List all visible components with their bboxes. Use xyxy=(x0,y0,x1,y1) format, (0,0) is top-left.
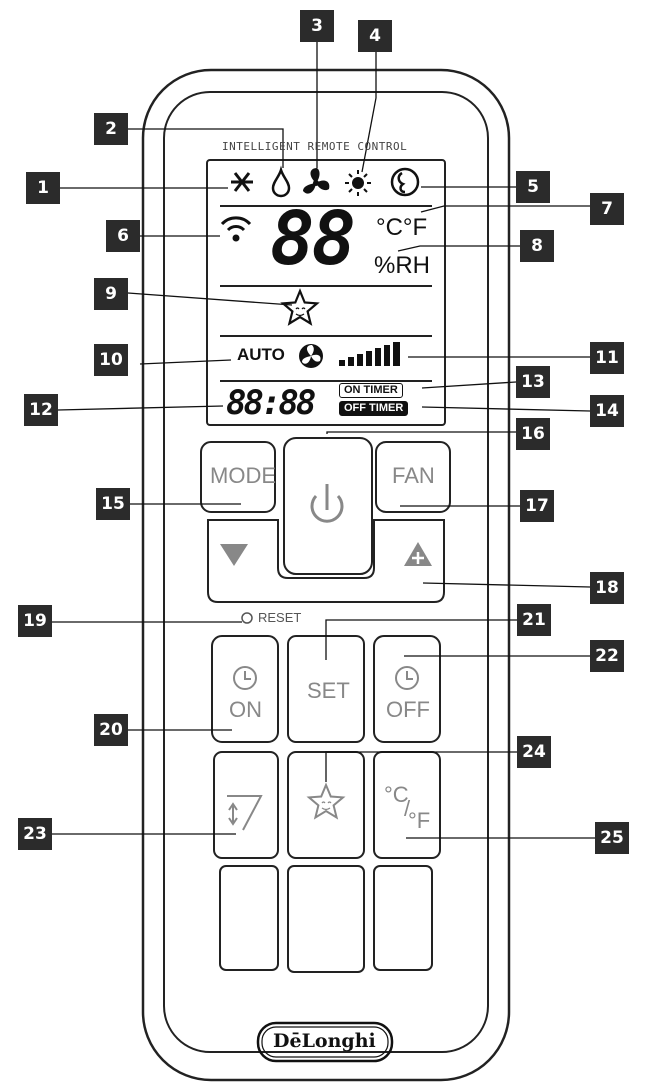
droplet-icon xyxy=(271,165,291,198)
callout-15: 15 xyxy=(96,488,130,520)
star-face-icon xyxy=(306,782,346,820)
mode-button-label: MODE xyxy=(210,463,276,488)
remote-outer-shell xyxy=(141,68,511,1082)
callout-3: 3 xyxy=(300,10,334,42)
clock-digits: 88:88 xyxy=(226,383,316,423)
callout-5: 5 xyxy=(516,171,550,203)
delonghi-logo: DēLonghi xyxy=(273,1030,376,1052)
on-button-label: ON xyxy=(229,697,262,722)
callout-leaders xyxy=(52,40,595,839)
callout-9: 9 xyxy=(94,278,128,310)
unit-slash-label: / xyxy=(404,796,411,821)
main-digits: 88 xyxy=(270,196,356,282)
on-timer-button[interactable] xyxy=(211,635,279,743)
callout-8: 8 xyxy=(520,230,554,262)
fahrenheit-label: °F xyxy=(408,808,431,833)
remote-inner-panel xyxy=(163,91,489,1053)
callout-12: 12 xyxy=(24,394,58,426)
fan-icon xyxy=(303,168,330,194)
reset-pinhole[interactable] xyxy=(241,612,253,624)
clock-icon xyxy=(395,666,419,690)
callout-18: 18 xyxy=(590,572,624,604)
callout-24: 24 xyxy=(517,736,551,768)
fan-button[interactable] xyxy=(375,441,451,513)
blank-button-right[interactable] xyxy=(373,865,433,971)
fan-button-label: FAN xyxy=(392,463,435,488)
down-arrow-icon xyxy=(220,544,248,566)
set-button-label: SET xyxy=(307,678,350,703)
fan-speed-bars-icon xyxy=(339,342,400,366)
up-arrow-icon xyxy=(404,542,432,566)
callout-17: 17 xyxy=(520,490,554,522)
blank-button-left[interactable] xyxy=(219,865,279,971)
callout-19: 19 xyxy=(18,605,52,637)
callout-4: 4 xyxy=(358,20,392,52)
reset-label: RESET xyxy=(258,610,302,625)
callout-1: 1 xyxy=(26,172,60,204)
fan-circle-icon xyxy=(299,344,323,368)
power-button[interactable] xyxy=(283,437,373,575)
sun-icon xyxy=(345,170,371,196)
callout-23: 23 xyxy=(18,818,52,850)
off-timer-button[interactable] xyxy=(373,635,441,743)
logo-badge xyxy=(256,1021,394,1063)
auto-mode-label: AUTO xyxy=(237,345,285,364)
on-timer-indicator: ON TIMER xyxy=(339,383,403,398)
power-icon xyxy=(310,484,344,523)
clock-icon xyxy=(233,666,257,690)
callout-10: 10 xyxy=(94,344,128,376)
star-face-icon xyxy=(280,288,320,326)
off-timer-indicator: OFF TIMER xyxy=(339,401,409,416)
temp-unit-label: °C°F xyxy=(376,214,428,241)
sleep-face-icon xyxy=(390,167,420,197)
swing-button[interactable] xyxy=(213,751,279,859)
celsius-label: °C xyxy=(384,782,409,807)
callout-22: 22 xyxy=(590,640,624,672)
callout-13: 13 xyxy=(516,366,550,398)
callout-25: 25 xyxy=(595,822,629,854)
callout-7: 7 xyxy=(590,193,624,225)
humidity-unit-label: %RH xyxy=(374,252,431,279)
swing-flap-icon xyxy=(227,795,263,831)
callout-16: 16 xyxy=(516,418,550,450)
remote-title: INTELLIGENT REMOTE CONTROL xyxy=(222,140,408,153)
logo-badge-inner xyxy=(261,1026,389,1058)
callout-6: 6 xyxy=(106,220,140,252)
callout-21: 21 xyxy=(517,604,551,636)
off-button-label: OFF xyxy=(386,697,430,722)
updown-rocker-button[interactable] xyxy=(207,519,445,603)
callout-2: 2 xyxy=(94,113,128,145)
callout-20: 20 xyxy=(94,714,128,746)
lcd-frame xyxy=(206,159,446,426)
callout-11: 11 xyxy=(590,342,624,374)
wireless-signal-icon xyxy=(220,216,252,242)
blank-button-center[interactable] xyxy=(287,865,365,973)
callout-14: 14 xyxy=(590,395,624,427)
mode-button[interactable] xyxy=(200,441,276,513)
snowflake-icon xyxy=(231,172,253,192)
